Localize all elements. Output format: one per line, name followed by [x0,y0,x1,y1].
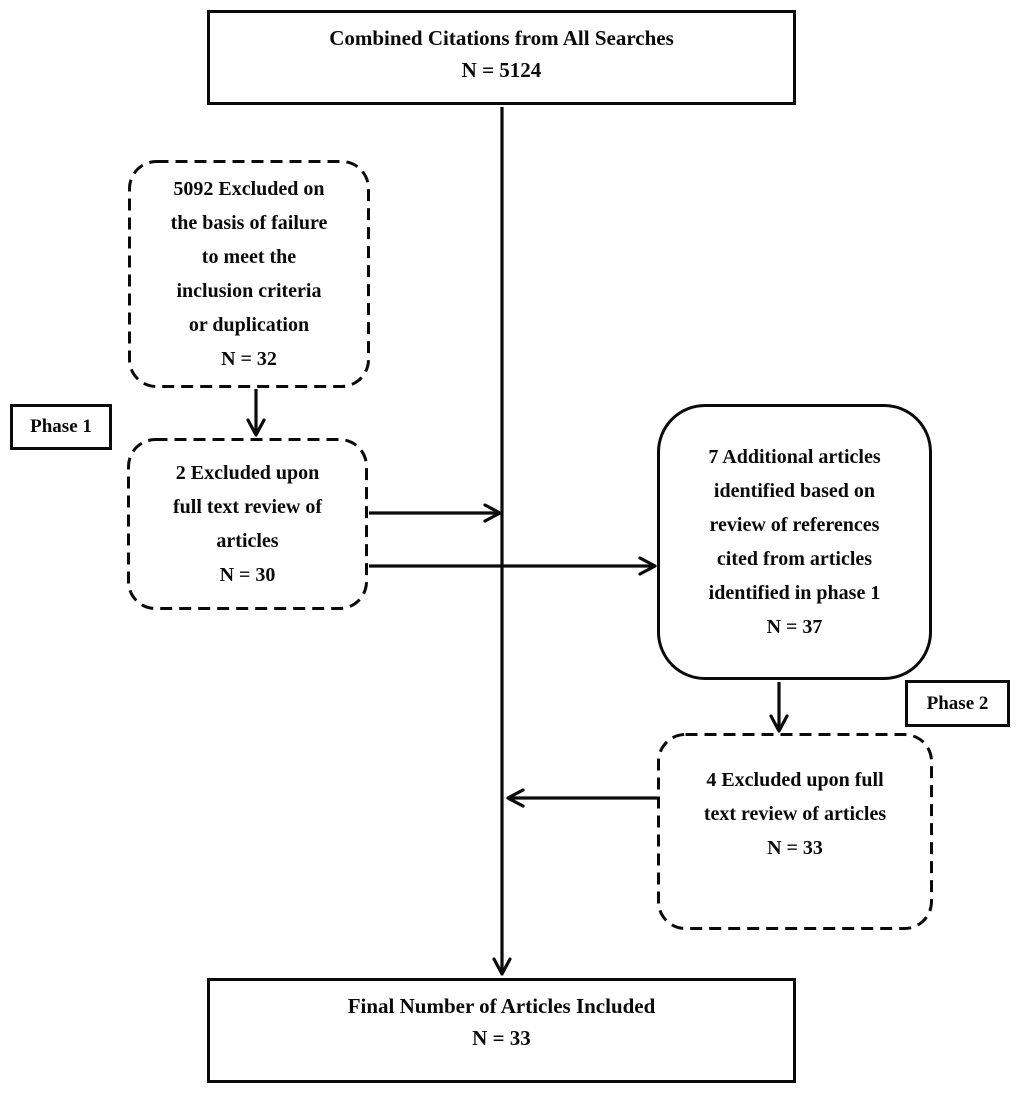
excluded-initial-box: 5092 Excluded on the basis of failure to… [128,160,370,388]
phase1-label: Phase 1 [30,416,92,437]
final-articles-count: N = 33 [472,1026,531,1050]
excluded-initial-text: 5092 Excluded on the basis of failure to… [170,178,328,336]
excluded-fulltext-phase1-box-border [127,438,368,610]
excluded-fulltext-phase2-box: 4 Excluded upon full text review of arti… [657,733,933,930]
additional-articles-count: N = 37 [766,616,823,638]
combined-citations-box: Combined Citations from All Searches N =… [207,10,796,105]
phase1-label-box: Phase 1 [10,404,112,450]
combined-citations-text: Combined Citations from All Searches [329,26,674,50]
final-articles-box: Final Number of Articles Included N = 33 [207,978,796,1083]
phase2-label: Phase 2 [926,692,989,714]
excluded-fulltext-phase1-box: 2 Excluded upon full text review of arti… [127,438,368,610]
phase2-label-box: Phase 2 [905,680,1010,727]
excluded-fulltext-phase2-text: 4 Excluded upon full text review of arti… [703,769,887,825]
excluded-initial-count: N = 32 [221,348,277,370]
combined-citations-count: N = 5124 [461,58,542,82]
excluded-initial-box-border [128,160,370,388]
additional-articles-box: 7 Additional articles identified based o… [657,404,932,680]
excluded-fulltext-phase2-box-border [657,733,933,930]
additional-articles-text: 7 Additional articles identified based o… [708,446,881,604]
excluded-fulltext-phase1-text: 2 Excluded upon full text review of arti… [172,462,323,552]
excluded-fulltext-phase1-count: N = 30 [219,564,276,586]
excluded-fulltext-phase2-count: N = 33 [767,837,823,859]
final-articles-text: Final Number of Articles Included [347,994,656,1018]
